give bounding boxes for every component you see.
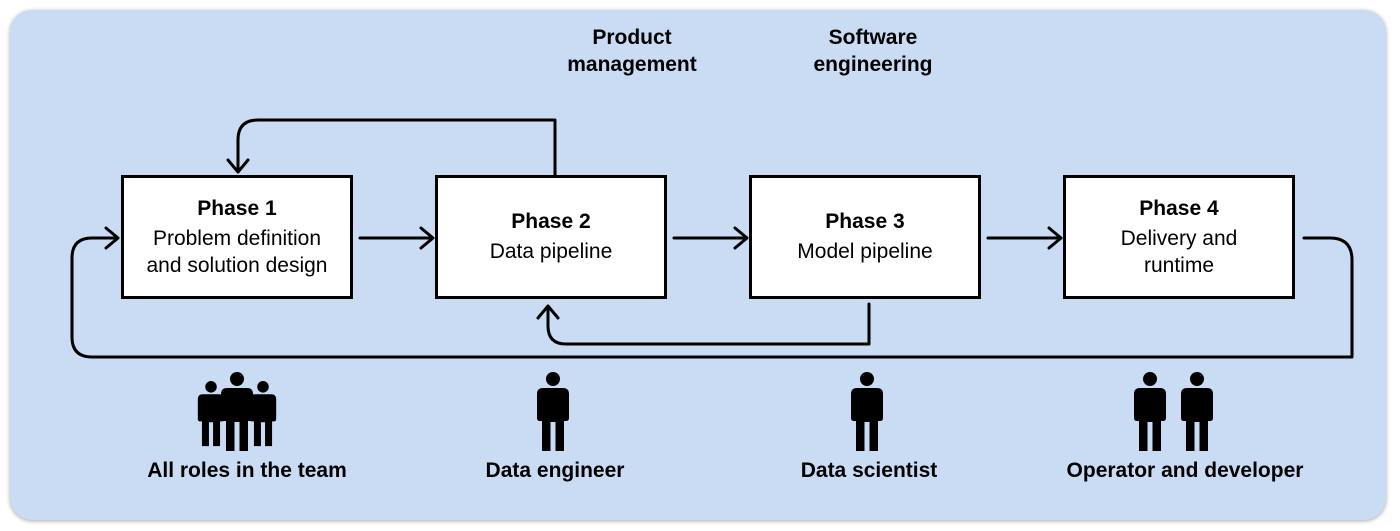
phase-2-box: Phase 2 Data pipeline bbox=[435, 175, 667, 299]
phase-4-box: Phase 4 Delivery and runtime bbox=[1063, 175, 1295, 299]
phase-1-desc: Problem definition and solution design bbox=[146, 226, 328, 277]
phase-4-desc: Delivery and runtime bbox=[1120, 226, 1238, 277]
role-data-scientist: Data scientist bbox=[800, 459, 938, 482]
software-engineering-label: Software engineering bbox=[813, 26, 933, 76]
role-all-roles: All roles in the team bbox=[147, 459, 347, 482]
phase-2-title: Phase 2 bbox=[511, 210, 591, 233]
arrow-phase2-to-phase1 bbox=[236, 118, 557, 177]
two-persons-icon bbox=[1134, 372, 1213, 451]
data-scientist-icon bbox=[851, 372, 883, 451]
phase-3-desc: Model pipeline bbox=[797, 240, 933, 263]
product-management-label: Product management bbox=[567, 26, 697, 76]
group-icon bbox=[197, 372, 277, 451]
role-operator-developer: Operator and developer bbox=[1066, 459, 1304, 482]
phase-2-desc: Data pipeline bbox=[489, 240, 613, 263]
phase-3-title: Phase 3 bbox=[825, 210, 905, 233]
arrow-phase3-to-phase2 bbox=[546, 302, 871, 346]
phase-1-title: Phase 1 bbox=[197, 196, 277, 220]
data-engineer-icon bbox=[537, 372, 569, 451]
role-data-engineer: Data engineer bbox=[485, 459, 625, 482]
arrow-phase4-to-phase1 bbox=[70, 236, 1354, 359]
phase-4-title: Phase 4 bbox=[1139, 196, 1219, 220]
phase-3-box: Phase 3 Model pipeline bbox=[749, 175, 981, 299]
phase-1-box: Phase 1 Problem definition and solution … bbox=[121, 175, 353, 299]
